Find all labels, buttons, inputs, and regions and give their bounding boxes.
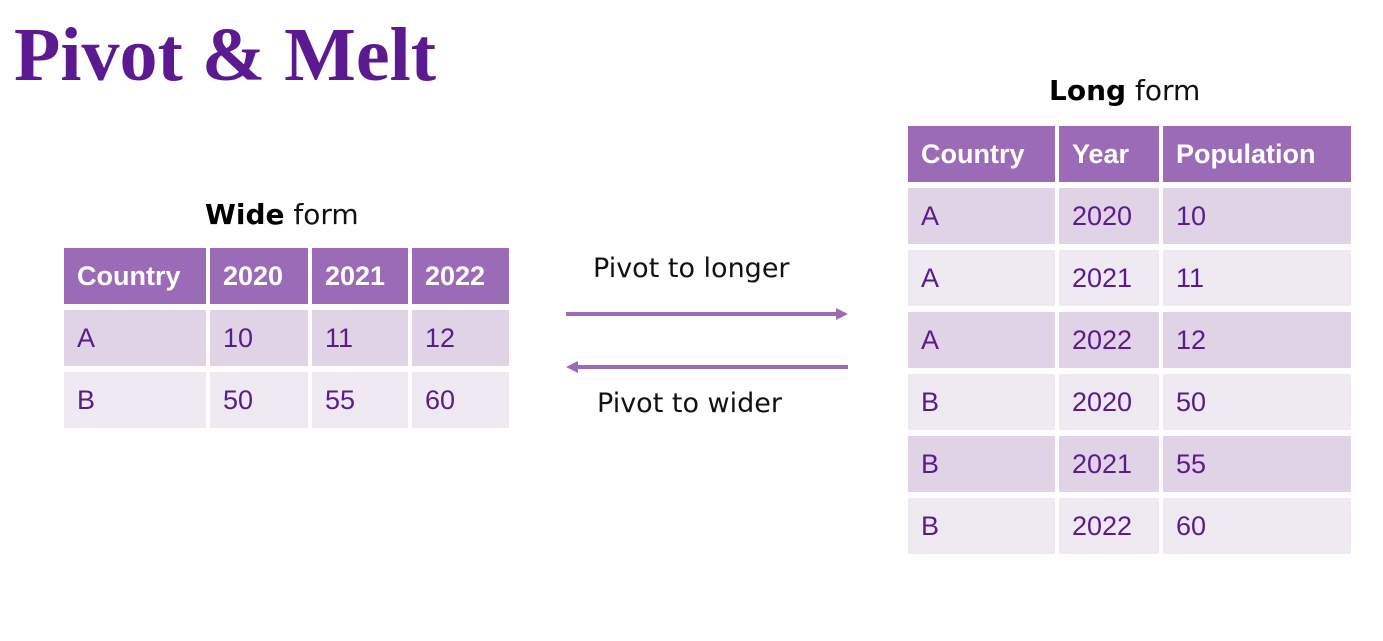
header-cell-2022: 2022 — [412, 248, 509, 304]
table-cell: 11 — [312, 310, 408, 366]
long-form-caption: Long form — [1049, 74, 1200, 107]
table-cell: B — [64, 372, 206, 428]
table-header-row: Country Year Population — [908, 126, 1351, 182]
table-cell: 2021 — [1059, 436, 1159, 492]
table-header-row: Country 2020 2021 2022 — [64, 248, 509, 304]
table-cell: 2021 — [1059, 250, 1159, 306]
wide-caption-bold: Wide — [205, 198, 285, 231]
header-cell-2021: 2021 — [312, 248, 408, 304]
table-row: B 2020 50 — [908, 374, 1351, 430]
table-cell: 10 — [210, 310, 308, 366]
table-row: A 2021 11 — [908, 250, 1351, 306]
header-cell-country: Country — [908, 126, 1055, 182]
table-cell: 10 — [1163, 188, 1351, 244]
arrow-left-head-icon — [566, 361, 578, 373]
pivot-to-longer-label: Pivot to longer — [593, 253, 790, 284]
wide-caption-rest: form — [284, 198, 359, 231]
table-cell: B — [908, 374, 1055, 430]
table-cell: B — [908, 436, 1055, 492]
pivot-to-wider-label: Pivot to wider — [597, 388, 782, 419]
table-cell: 12 — [1163, 312, 1351, 368]
table-row: A 10 11 12 — [64, 310, 509, 366]
table-cell: 12 — [412, 310, 509, 366]
page-title: Pivot & Melt — [14, 13, 437, 97]
table-row: B 2021 55 — [908, 436, 1351, 492]
wide-form-caption: Wide form — [205, 198, 359, 231]
table-cell: 55 — [1163, 436, 1351, 492]
header-cell-population: Population — [1163, 126, 1351, 182]
long-caption-bold: Long — [1049, 74, 1127, 107]
table-cell: 2022 — [1059, 312, 1159, 368]
table-cell: 50 — [1163, 374, 1351, 430]
table-row: A 2020 10 — [908, 188, 1351, 244]
table-cell: A — [908, 188, 1055, 244]
long-form-table: Country Year Population A 2020 10 A 2021… — [904, 120, 1355, 560]
header-cell-country: Country — [64, 248, 206, 304]
table-cell: 50 — [210, 372, 308, 428]
table-cell: 60 — [1163, 498, 1351, 554]
pivot-arrows — [566, 308, 848, 373]
table-row: A 2022 12 — [908, 312, 1351, 368]
header-cell-year: Year — [1059, 126, 1159, 182]
table-cell: 55 — [312, 372, 408, 428]
table-cell: 2022 — [1059, 498, 1159, 554]
table-cell: 60 — [412, 372, 509, 428]
table-cell: A — [64, 310, 206, 366]
table-cell: A — [908, 312, 1055, 368]
long-caption-rest: form — [1126, 74, 1201, 107]
table-cell: A — [908, 250, 1055, 306]
header-cell-2020: 2020 — [210, 248, 308, 304]
arrow-right-head-icon — [836, 308, 848, 320]
wide-form-table: Country 2020 2021 2022 A 10 11 12 B 50 5… — [60, 242, 513, 434]
table-cell: B — [908, 498, 1055, 554]
table-row: B 2022 60 — [908, 498, 1351, 554]
table-row: B 50 55 60 — [64, 372, 509, 428]
table-cell: 2020 — [1059, 188, 1159, 244]
table-cell: 2020 — [1059, 374, 1159, 430]
table-cell: 11 — [1163, 250, 1351, 306]
